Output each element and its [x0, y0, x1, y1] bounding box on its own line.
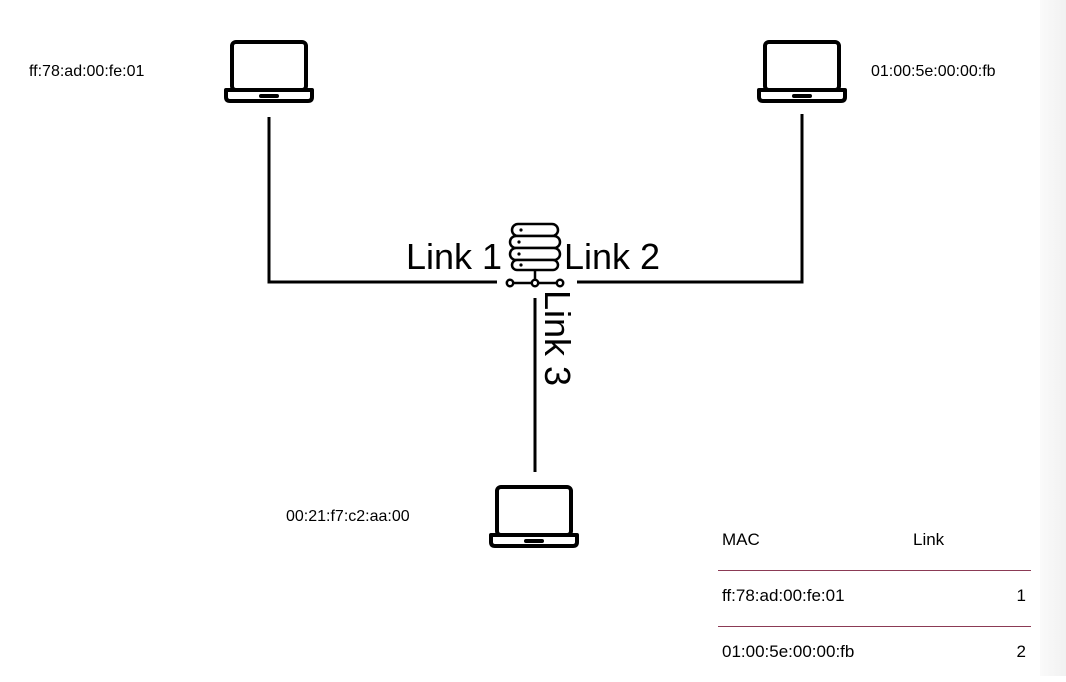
table-cell-link: 1: [1016, 586, 1026, 605]
table-row: ff:78:ad:00:fe:01 1: [718, 571, 1031, 627]
table-cell-link: 2: [1016, 642, 1026, 661]
laptop-icon[interactable]: [757, 40, 847, 103]
host-mac-label: 01:00:5e:00:00:fb: [871, 63, 996, 80]
mac-column-header: MAC: [722, 530, 760, 549]
link-column-header: Link: [913, 530, 945, 549]
mac-table: MAC Link ff:78:ad:00:fe:01 1 01:00:5e:00…: [718, 515, 1031, 682]
table-cell-mac: 01:00:5e:00:00:fb: [722, 642, 855, 661]
link-1-label: Link 1: [406, 236, 503, 277]
wire-link-2: [577, 114, 804, 284]
mac-table-header: MAC Link: [718, 515, 1031, 571]
switch-icon[interactable]: [505, 222, 565, 288]
laptop-icon[interactable]: [224, 40, 314, 103]
window-edge: [1040, 0, 1066, 676]
host-mac-label: 00:21:f7:c2:aa:00: [286, 508, 410, 525]
host-mac-label: ff:78:ad:00:fe:01: [29, 63, 145, 80]
link-2-label: Link 2: [564, 236, 661, 277]
wires: [267, 114, 804, 472]
laptop-icon[interactable]: [489, 485, 579, 548]
table-cell-mac: ff:78:ad:00:fe:01: [722, 586, 845, 605]
link-3-label: Link 3: [537, 290, 578, 387]
table-row: 01:00:5e:00:00:fb 2: [718, 627, 1031, 682]
wire-link-1: [267, 117, 497, 284]
